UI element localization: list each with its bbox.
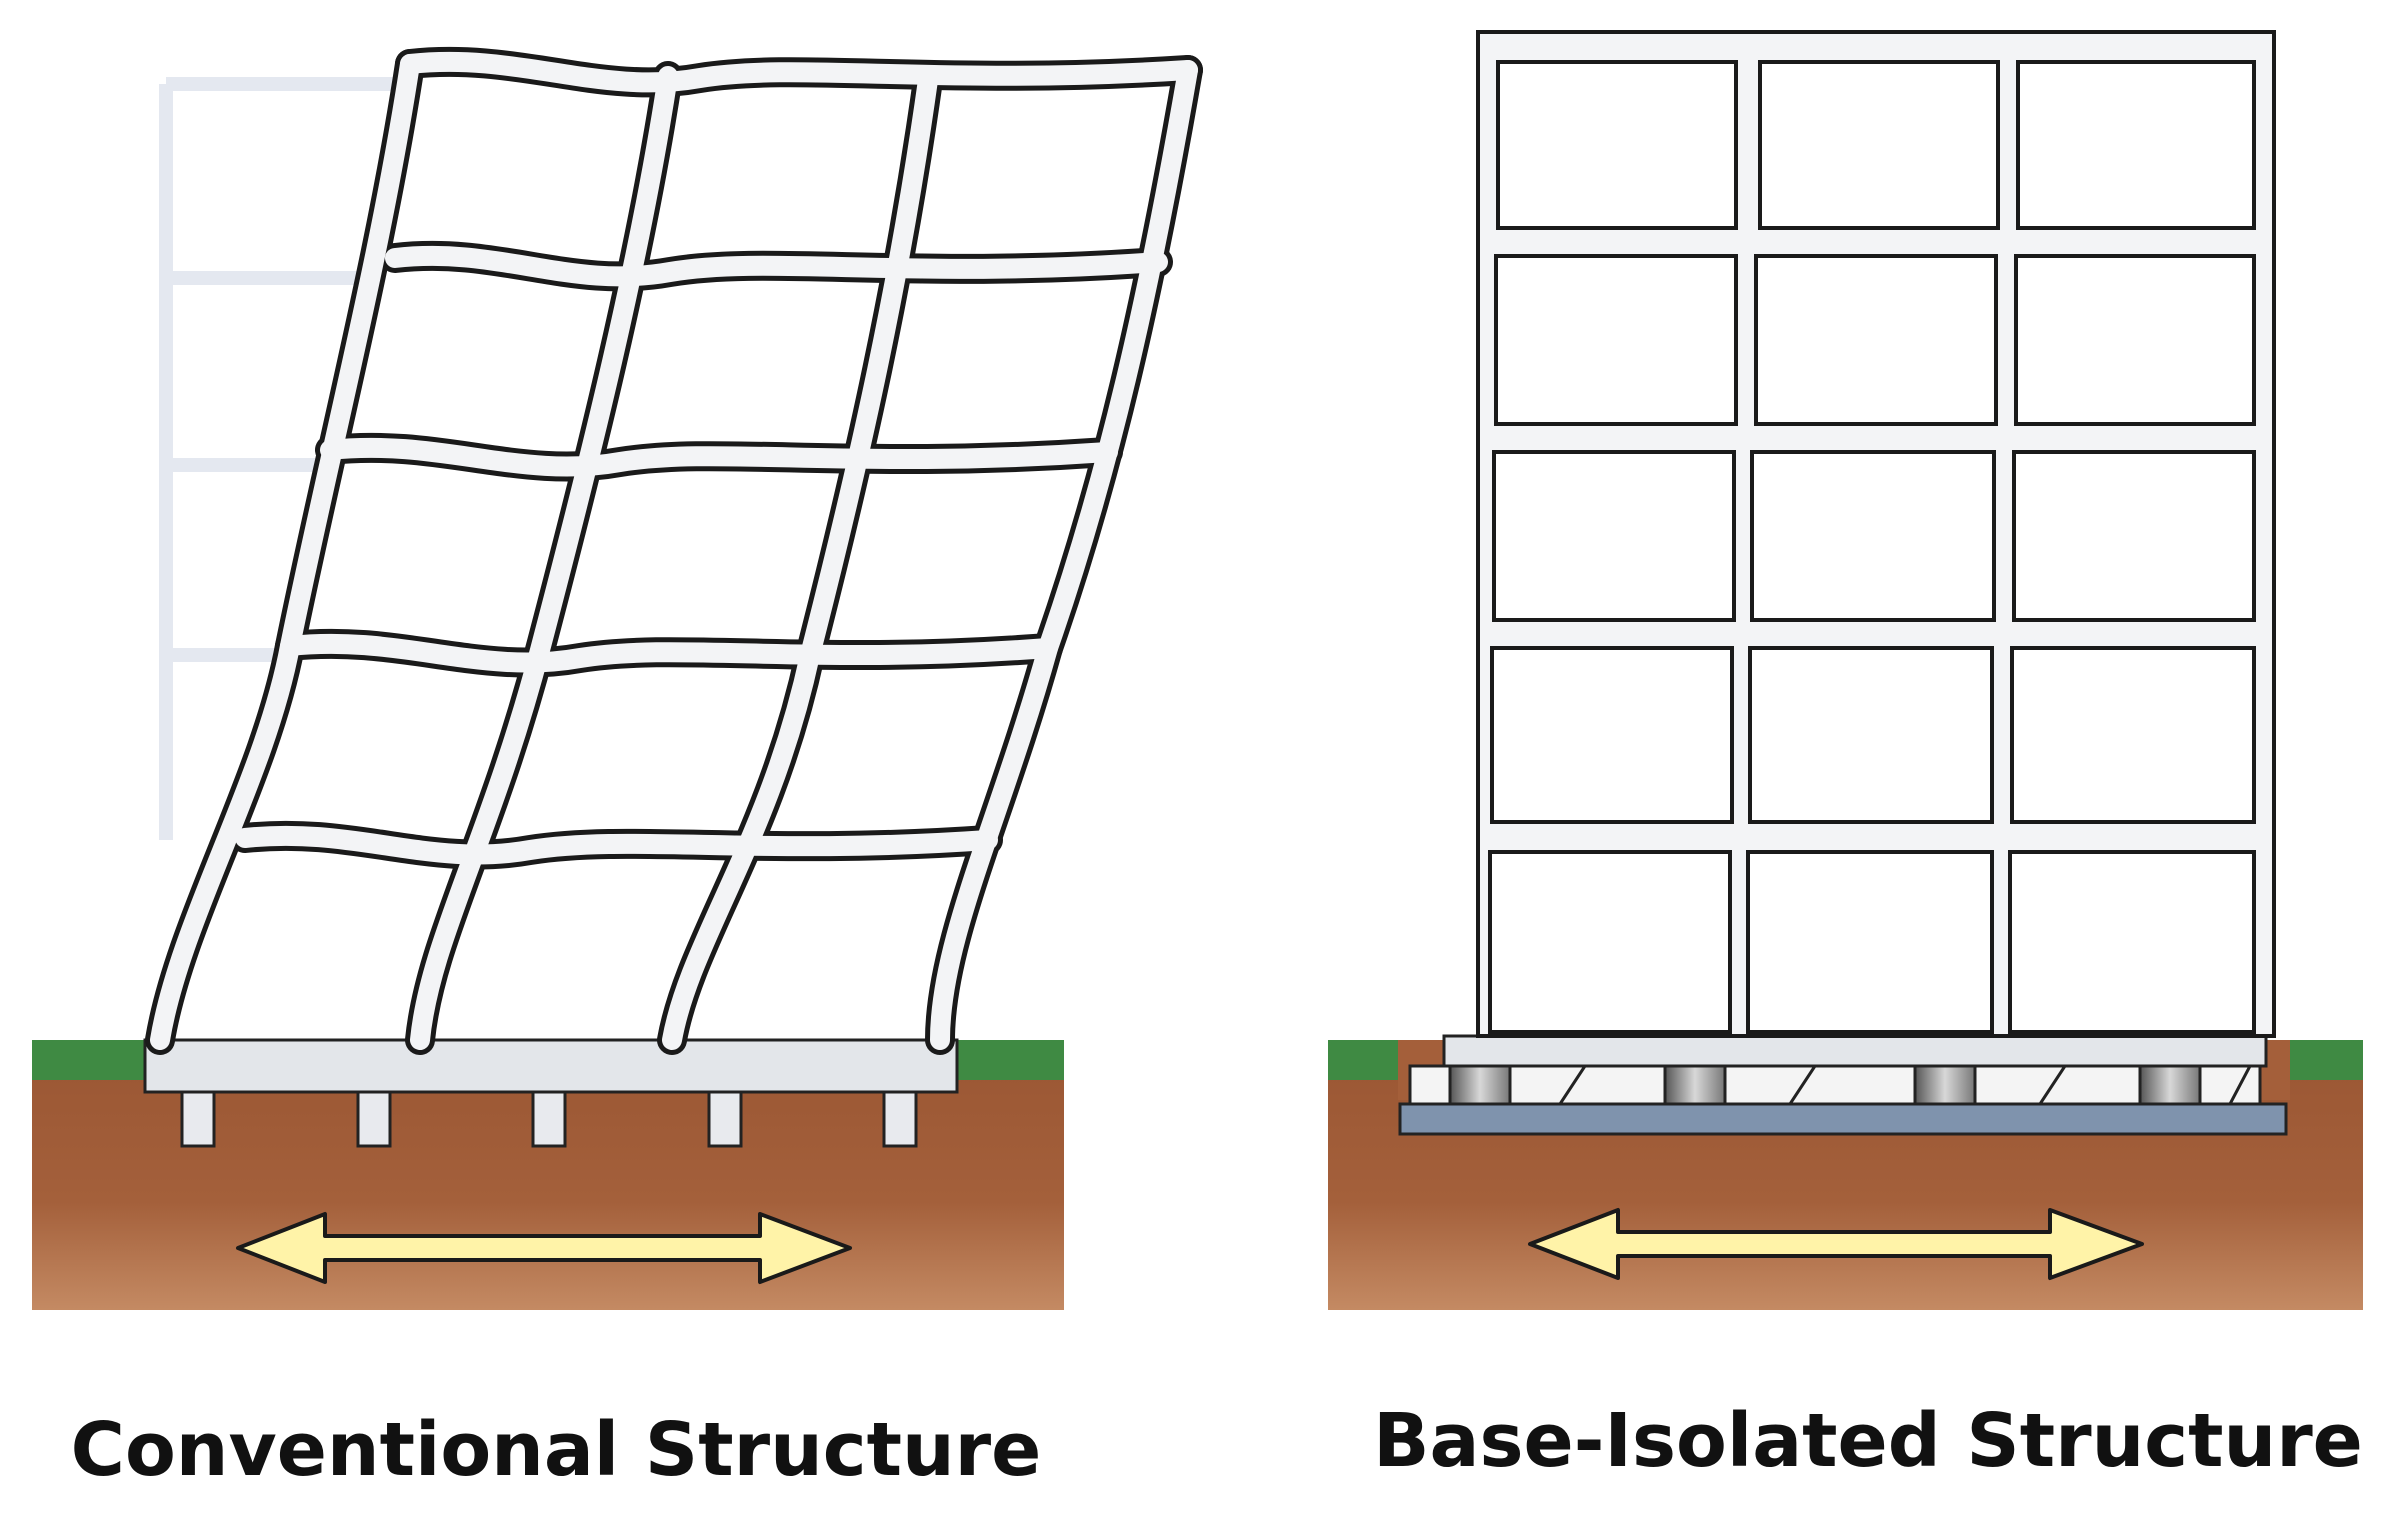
ground-motion-arrow-icon (236, 1212, 852, 1284)
isolator-bearings (1408, 1064, 2262, 1106)
isolation-slab (1398, 1102, 2288, 1136)
ground-motion-arrow-icon (1528, 1208, 2144, 1280)
upright-frame-windows (1488, 60, 2256, 1034)
base-isolated-panel (1328, 30, 2363, 1310)
base-isolated-structure-caption: Base-Isolated Structure (1373, 1398, 2363, 1484)
upright-frame (1476, 30, 2276, 1038)
deformed-frame-members (150, 51, 1198, 1050)
conventional-base-slab (143, 1038, 959, 1094)
building-base-slab (1442, 1034, 2268, 1068)
deformed-frame (145, 46, 1203, 1055)
ghost-frame-outline (159, 77, 395, 840)
conventional-panel (32, 46, 1203, 1310)
conventional-structure-caption: Conventional Structure (71, 1407, 1042, 1493)
foundation-piles (180, 1086, 918, 1148)
